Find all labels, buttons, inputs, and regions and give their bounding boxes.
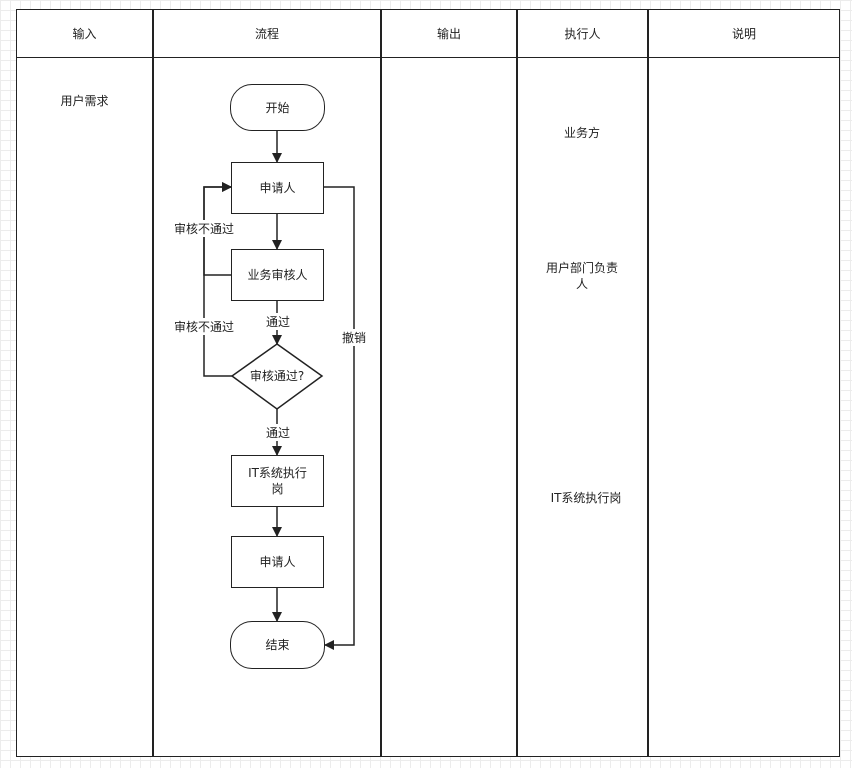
arrow-decision-reject <box>203 182 233 377</box>
input-user-requirement: 用户需求 <box>60 94 109 108</box>
node-applicant-2: 申请人 <box>231 536 324 588</box>
header-description: 说明 <box>731 26 756 41</box>
column-divider <box>152 9 154 757</box>
label-reject-1: 审核不通过 <box>173 220 236 237</box>
executor-dept-head: 用户部门负责人 <box>545 261 618 291</box>
column-divider <box>647 9 649 757</box>
label-reject-2: 审核不通过 <box>173 318 236 335</box>
column-divider <box>380 9 382 757</box>
executor-it-post: IT系统执行岗 <box>550 491 622 505</box>
column-divider <box>516 9 518 757</box>
header-executor: 执行人 <box>564 26 601 41</box>
node-end: 结束 <box>230 621 325 669</box>
label-pass-2: 通过 <box>265 424 292 441</box>
executor-business: 业务方 <box>563 126 600 140</box>
arrow-revoke <box>323 186 355 650</box>
header-separator <box>16 57 840 58</box>
header-output: 输出 <box>436 26 461 41</box>
node-it-post: IT系统执行岗 <box>231 455 324 507</box>
node-start: 开始 <box>230 84 325 131</box>
header-input: 输入 <box>72 26 97 41</box>
label-pass-1: 通过 <box>265 313 292 330</box>
node-decision: 审核通过? <box>249 369 305 383</box>
node-business-reviewer: 业务审核人 <box>231 249 324 301</box>
label-revoke: 撤销 <box>341 329 368 346</box>
node-applicant: 申请人 <box>231 162 324 214</box>
header-process: 流程 <box>254 26 279 41</box>
